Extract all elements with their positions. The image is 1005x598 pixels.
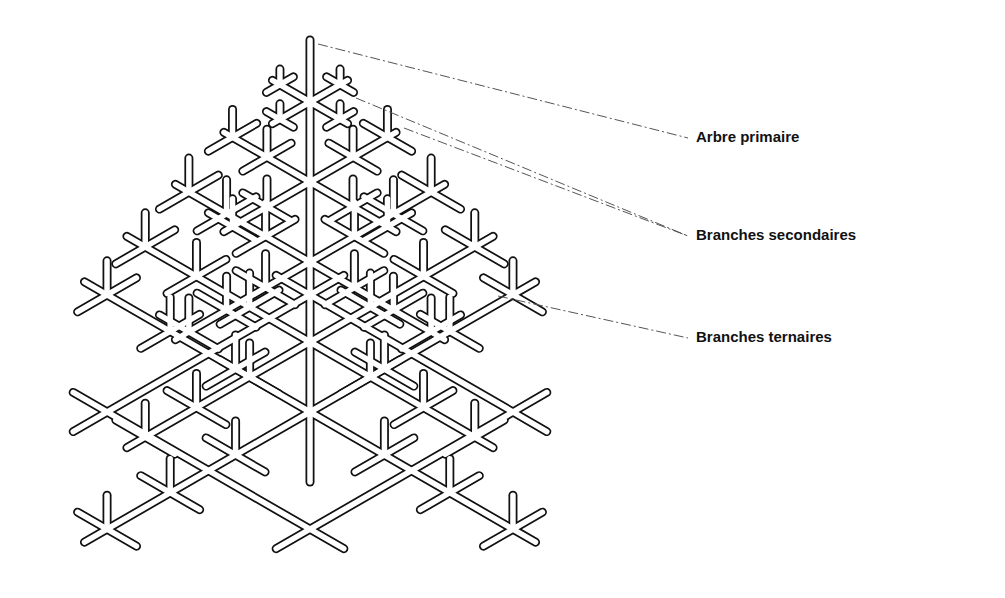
branch-body [355,352,414,386]
leader-line [498,296,688,338]
branch-body [206,438,265,472]
branch-body [224,180,230,214]
part-label: Arbre primaire [696,128,799,146]
branch-body [325,219,384,253]
branch-body [394,391,453,425]
branch-body [197,197,256,231]
branch-body [368,273,374,307]
branch-body [116,230,175,264]
branch-body [78,512,137,546]
branch-body [104,261,110,295]
branch-body [78,278,137,312]
branch-outline [276,275,547,431]
branch-body [127,236,310,342]
branch-body [355,438,414,472]
branch-body [402,175,461,209]
branch-outline [310,412,536,542]
branch-body [364,197,423,231]
branch-body [447,297,453,331]
branch-body [420,476,479,510]
branch-body [263,202,269,236]
branch-body [310,282,536,412]
branch-body [510,495,516,529]
branch-body [445,230,504,264]
branch-body [159,175,218,209]
branch-body [73,392,344,548]
branch-body [141,314,200,348]
branch-body [208,123,256,151]
branch-body [236,219,295,253]
part-label: Branches secondaires [696,226,856,244]
branch-outline [84,412,310,542]
branch-body [352,202,358,236]
branch-body [420,314,479,348]
branch-body [363,123,411,151]
branch-body [84,412,310,542]
branch-body [428,298,434,332]
branch-body [447,459,453,493]
branch-body [310,412,536,542]
branch-body [141,476,200,510]
leader-lines [318,44,688,338]
branch-outline [310,282,536,412]
branch-body [247,273,253,307]
branch-body [327,112,354,128]
branch-body [421,374,427,408]
branch-body [310,236,493,342]
branch-body [263,254,269,288]
branch-body [186,298,192,332]
branch-body [194,242,200,276]
branch-body [276,275,547,431]
branch-body [186,158,192,192]
branch-body [84,282,310,412]
branch-body [510,261,516,295]
branch-body [352,254,358,288]
branch-body [394,259,453,293]
branch-body [266,112,293,128]
leader-line [356,98,688,236]
leader-line [404,128,688,236]
branch-body [73,275,344,431]
branch-body [167,459,173,493]
branch-body [327,77,354,93]
branch-body [472,213,478,247]
branch-body [167,391,226,425]
branch-body [329,143,377,171]
branch-body [194,374,200,408]
branch-body [243,143,291,171]
branch-body [142,213,148,247]
branch-body [276,392,547,548]
branch-body [382,421,388,455]
branch-outline [84,282,310,412]
branch-body [233,421,239,455]
branch-body [421,242,427,276]
part-label: Branches ternaires [696,328,832,346]
branch-body [484,512,543,546]
branch-body [266,77,293,93]
branch-body [484,278,543,312]
dendrite-tree [73,40,547,549]
branch-body [391,180,397,214]
branch-outline [73,275,344,431]
leader-line [318,44,688,138]
branch-body [167,297,173,331]
branch-body [428,158,434,192]
branch-body [104,495,110,529]
branch-body [206,352,265,386]
branch-body [167,259,226,293]
